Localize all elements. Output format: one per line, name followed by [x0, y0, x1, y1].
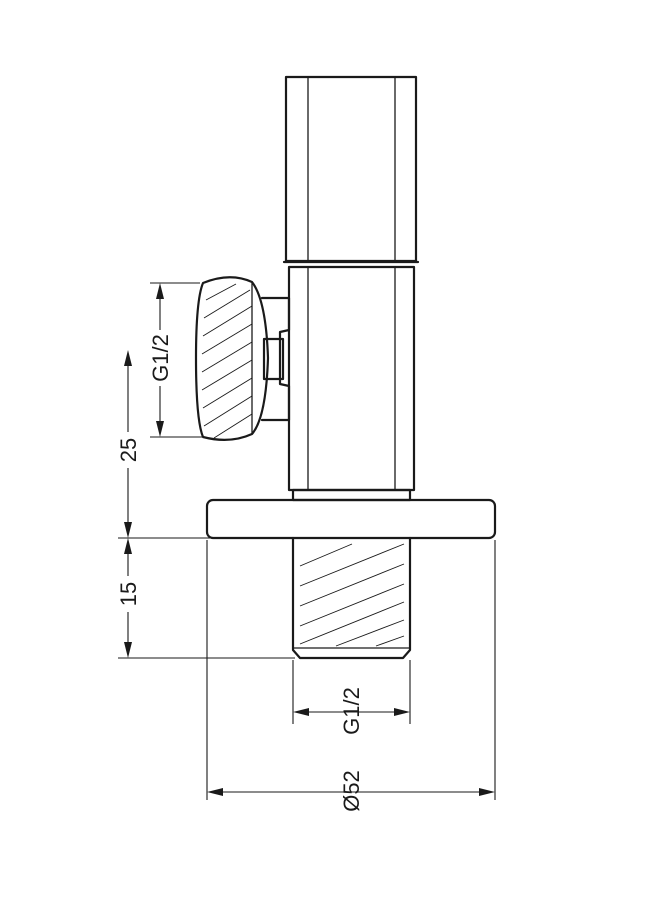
dimension-height-25: 25 [116, 350, 141, 538]
dimension-outlet-thread: G1/2 [293, 687, 410, 735]
dim-label-height-15: 15 [116, 582, 141, 606]
dim-label-height-25: 25 [116, 438, 141, 462]
dimension-flange-diameter: Ø52 [207, 770, 495, 812]
threaded-outlet [291, 536, 412, 660]
dimension-inlet-thread: G1/2 [148, 283, 173, 437]
dimension-height-15: 15 [116, 538, 141, 658]
valve-handle-knob [194, 276, 291, 441]
dim-label-inlet-thread: G1/2 [148, 334, 173, 382]
extension-lines [118, 282, 496, 800]
valve-middle-body [282, 260, 420, 502]
dim-label-outlet-thread: G1/2 [339, 687, 364, 735]
valve-flange [205, 498, 497, 540]
valve-upper-body [284, 75, 418, 263]
dim-label-flange-diameter: Ø52 [339, 770, 364, 812]
